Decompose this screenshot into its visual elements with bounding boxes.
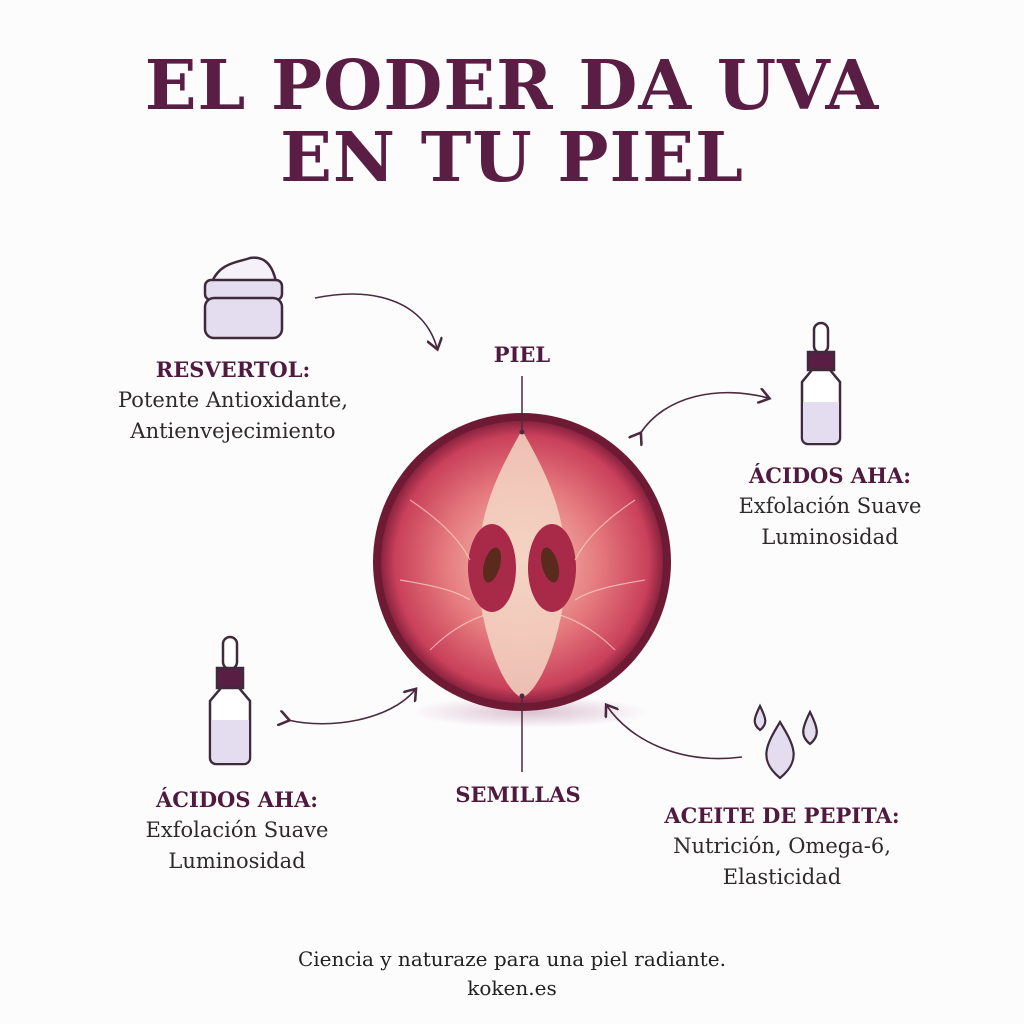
- oil-block: ACEITE DE PEPITA: Nutrición, Omega-6, El…: [632, 800, 932, 893]
- oil-line-1: Nutrición, Omega-6,: [673, 834, 891, 858]
- label-semillas: SEMILLAS: [455, 782, 581, 807]
- resveratrol-line-2: Antienvejecimiento: [130, 419, 336, 443]
- aha-left-line-1: Exfolación Suave: [145, 818, 329, 842]
- resveratrol-heading: RESVERTOL:: [155, 357, 311, 382]
- aha-right-block: ÁCIDOS AHA: Exfolación Suave Luminosidad: [690, 460, 970, 553]
- cream-jar-icon: [203, 256, 284, 340]
- oil-heading: ACEITE DE PEPITA:: [664, 803, 900, 828]
- footer-site: koken.es: [467, 976, 557, 1000]
- aha-left-line-2: Luminosidad: [168, 849, 306, 873]
- dropper-bottle-icon-right: [800, 321, 842, 446]
- label-piel: PIEL: [493, 342, 551, 367]
- title-line-1: EL PODER DA UVA: [144, 46, 880, 126]
- resveratrol-line-1: Potente Antioxidante,: [118, 388, 348, 412]
- aha-right-line-2: Luminosidad: [761, 525, 899, 549]
- aha-right-heading: ÁCIDOS AHA:: [749, 463, 911, 488]
- aha-left-block: ÁCIDOS AHA: Exfolación Suave Luminosidad: [97, 784, 377, 877]
- dropper-bottle-icon-left: [208, 635, 252, 766]
- aha-right-line-1: Exfolación Suave: [738, 494, 922, 518]
- title-line-2: EN TU PIEL: [280, 118, 744, 198]
- grape-cross-section: [373, 413, 671, 728]
- oil-line-2: Elasticidad: [722, 865, 842, 889]
- arrows: [288, 293, 768, 760]
- oil-drops-icon: [753, 703, 818, 780]
- footer-tagline: Ciencia y naturaze para una piel radiant…: [297, 947, 726, 971]
- aha-left-heading: ÁCIDOS AHA:: [156, 787, 318, 812]
- resveratrol-block: RESVERTOL: Potente Antioxidante, Antienv…: [83, 354, 383, 447]
